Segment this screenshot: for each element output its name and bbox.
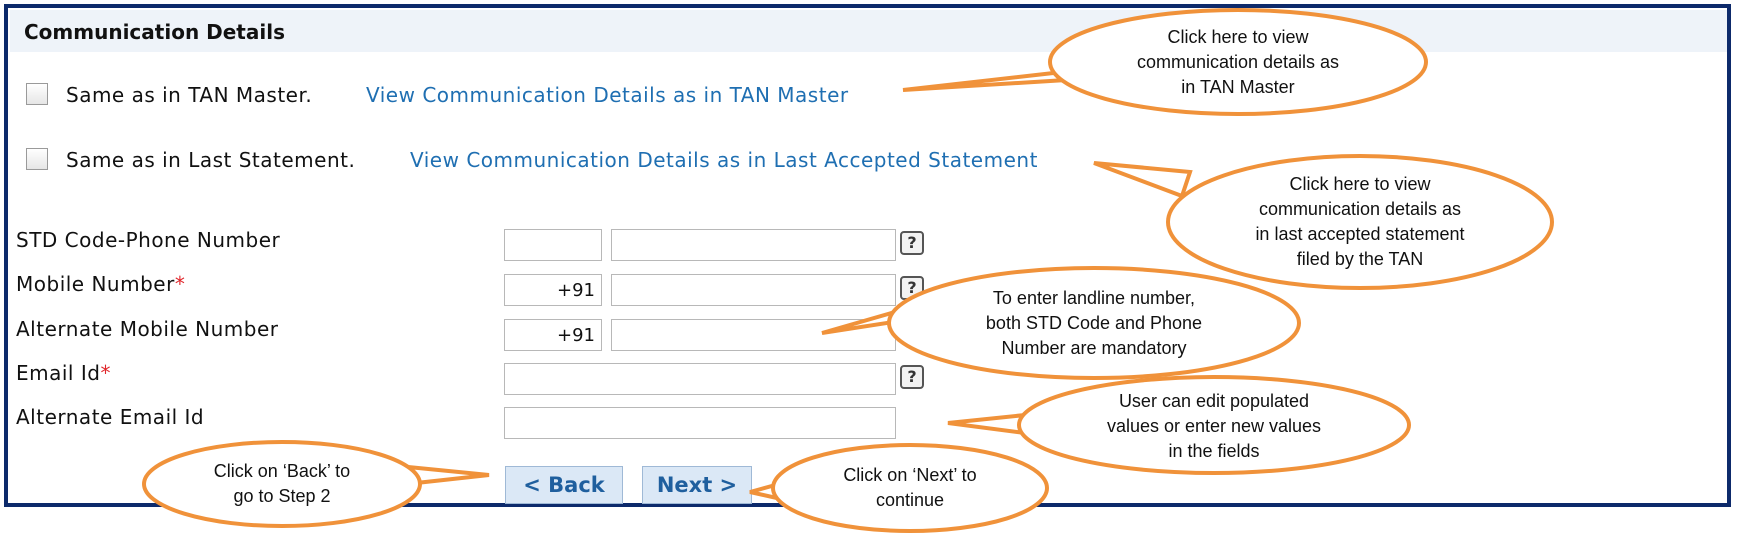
callout-line: User can edit populated [1118,390,1310,411]
section-title: Communication Details [24,20,285,44]
alternate-mobile-label: Alternate Mobile Number [16,317,279,341]
std-code-input[interactable] [504,229,602,261]
callout-line: in TAN Master [1181,76,1295,97]
callout-tail [1093,161,1193,199]
callout-bubble [142,440,422,528]
callout-next: Click on ‘Next’ to continue [790,460,1030,516]
callout-tan-master: Click here to view communication details… [1080,24,1396,100]
help-icon[interactable]: ? [900,365,924,389]
mobile-number-input[interactable] [611,274,896,306]
callout-back: Click on ‘Back’ to go to Step 2 [160,456,404,512]
mobile-country-code-input[interactable] [504,274,602,306]
callout-line: Click on ‘Next’ to [843,465,977,485]
callout-line: Click here to view [1167,26,1309,47]
callout-last-statement: Click here to view communication details… [1190,170,1530,274]
callout-line: Click on ‘Back’ to [213,461,351,481]
mobile-number-label: Mobile Number* [16,272,186,296]
same-as-last-statement-label: Same as in Last Statement. [66,148,356,172]
callout-line: both STD Code and Phone [985,312,1203,333]
callout-bubble [1017,375,1411,475]
callout-bubble [1048,8,1428,116]
alternate-email-input[interactable] [504,407,896,439]
view-tan-master-details-link[interactable]: View Communication Details as in TAN Mas… [366,83,849,107]
callout-line: communication details as [1136,51,1340,72]
same-as-last-statement-checkbox[interactable] [26,148,48,170]
std-phone-label: STD Code-Phone Number [16,228,281,252]
back-button[interactable]: < Back [505,466,623,504]
callout-line: filed by the TAN [1296,249,1424,269]
callout-edit-values: User can edit populated values or enter … [1040,388,1388,464]
callout-landline: To enter landline number, both STD Code … [912,284,1276,362]
same-as-tan-master-checkbox[interactable] [26,83,48,105]
email-label: Email Id* [16,361,111,385]
next-button[interactable]: Next > [642,466,752,504]
phone-number-input[interactable] [611,229,896,261]
callout-line: values or enter new values [1106,415,1322,436]
alternate-mobile-country-code-input[interactable] [504,319,602,351]
same-as-tan-master-label: Same as in TAN Master. [66,83,313,107]
callout-line: in the fields [1168,440,1260,461]
callout-line: Number are mandatory [1001,337,1187,358]
callout-line: communication details as [1258,199,1462,219]
view-last-statement-details-link[interactable]: View Communication Details as in Last Ac… [410,148,1038,172]
alternate-email-label: Alternate Email Id [16,405,205,429]
email-input[interactable] [504,363,896,395]
callout-tail [947,412,1027,436]
callout-bubble [771,443,1049,533]
help-icon[interactable]: ? [900,231,924,255]
callout-line: go to Step 2 [233,486,331,506]
callout-line: To enter landline number, [992,287,1196,308]
callout-line: Click here to view [1289,174,1431,194]
callout-bubble [887,266,1301,380]
callout-line: in last accepted statement [1255,224,1465,244]
callout-line: continue [875,490,945,510]
section-header [10,10,1727,52]
callout-bubble [1166,154,1554,290]
